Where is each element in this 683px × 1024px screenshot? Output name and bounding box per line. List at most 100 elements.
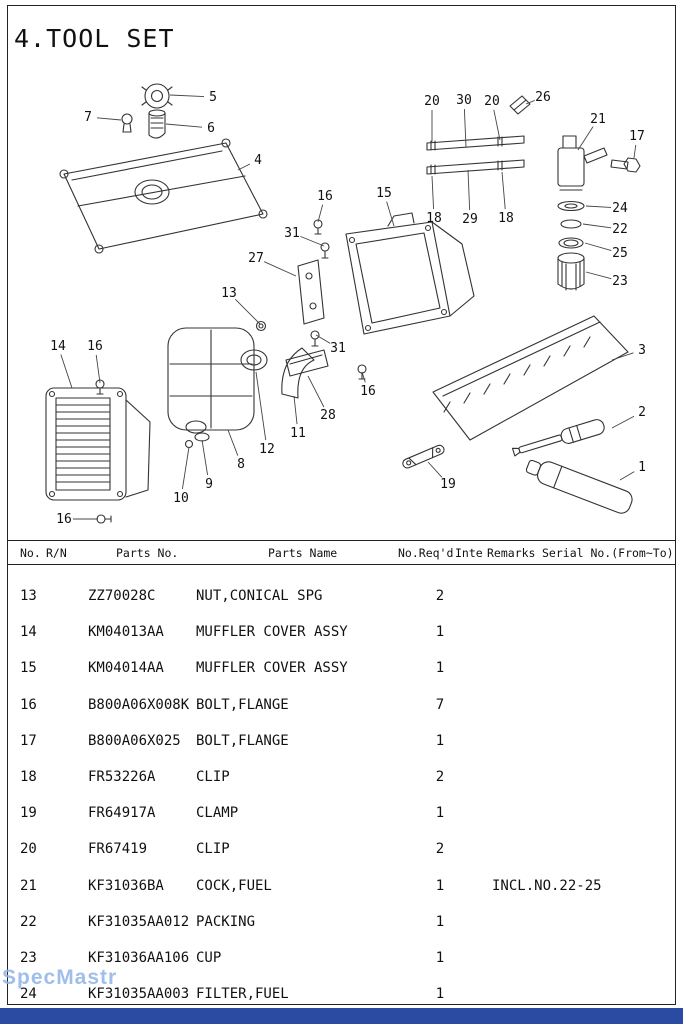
- row-qty: 2: [435, 841, 445, 858]
- callout-label: 27: [248, 251, 264, 266]
- exploded-view-drawing: [45, 83, 641, 524]
- bolt31-drawing: [310, 242, 330, 347]
- row-parts-name: CLIP: [196, 768, 230, 785]
- callout-leader: [300, 235, 325, 247]
- callout-leader: [96, 117, 122, 121]
- callout-leader: [431, 175, 435, 210]
- callout-label: 21: [590, 112, 606, 127]
- row-qty: 1: [435, 913, 445, 930]
- muffler-cover14-drawing: [45, 387, 151, 501]
- callout-leader: [264, 261, 297, 277]
- callout-label: 30: [456, 93, 472, 108]
- row-no: 21: [20, 877, 37, 894]
- row-qty: 1: [435, 660, 445, 677]
- callout-leader: [255, 371, 267, 441]
- row-qty: 2: [435, 768, 445, 785]
- callout-label: 1: [638, 460, 646, 475]
- header-inte: Inte: [455, 546, 483, 560]
- table-header-rule: [7, 564, 676, 565]
- row-no: 13: [20, 588, 37, 604]
- callout-leader: [493, 109, 501, 141]
- row-parts-name: COCK,FUEL: [196, 877, 272, 894]
- table-row: 20 FR67419 CLIP 2: [7, 818, 676, 858]
- bracket-drawing: [297, 259, 325, 325]
- header-parts-no: Parts No.: [116, 546, 179, 560]
- bolt16-drawing: [95, 219, 367, 524]
- callout-leader: [95, 354, 101, 384]
- callout-leader: [181, 446, 190, 490]
- row-parts-name: MUFFLER COVER ASSY: [196, 624, 348, 641]
- callout-label: 11: [290, 426, 306, 441]
- row-no: 23: [20, 949, 37, 966]
- table-row: 24 KF31035AA003 FILTER,FUEL 1: [7, 963, 676, 1003]
- callout-leader: [165, 123, 203, 128]
- row-parts-name: BOLT,FLANGE: [196, 732, 289, 749]
- callout-leader: [501, 171, 506, 210]
- row-qty: 1: [435, 805, 445, 822]
- row-parts-name: BOLT,FLANGE: [196, 696, 289, 713]
- row-qty: 1: [435, 949, 445, 966]
- callout-label: 16: [87, 339, 103, 354]
- elbow-joint-drawing: [509, 95, 531, 115]
- callout-leader: [467, 169, 471, 211]
- table-row: 15 KM04014AA MUFFLER COVER ASSY 1: [7, 637, 676, 677]
- row-parts-no: KM04013AA: [88, 624, 164, 641]
- table-row: 17 B800A06X025 BOLT,FLANGE 1: [7, 710, 676, 749]
- callout-label: 23: [612, 274, 628, 289]
- callout-label: 22: [612, 222, 628, 237]
- row-qty: 1: [435, 732, 445, 749]
- callout-label: 17: [629, 129, 645, 144]
- table-row: 23 KF31036AA106 CUP 1: [7, 927, 676, 966]
- row-no: 24: [20, 986, 37, 1003]
- row-parts-name: CUP: [196, 949, 222, 966]
- parts-table-body: 13 ZZ70028C NUT,CONICAL SPG 2 14 KM04013…: [7, 565, 676, 1003]
- callout-leader: [633, 144, 637, 159]
- table-row: 16 B800A06X008K BOLT,FLANGE 7: [7, 674, 676, 713]
- gasket-drawing: [240, 349, 268, 371]
- row-parts-name: NUT,CONICAL SPG: [196, 588, 323, 604]
- table-row: 13 ZZ70028C NUT,CONICAL SPG 2: [7, 565, 676, 604]
- table-row: 21 KF31036BA COCK,FUEL 1 INCL.NO.22-25: [7, 855, 676, 894]
- row-parts-no: FR67419: [88, 841, 148, 858]
- heat-shield-drawing: [285, 349, 329, 377]
- callout-leader: [582, 223, 612, 229]
- page-border-frame: [7, 5, 676, 1005]
- callout-leader: [585, 205, 612, 208]
- header-remarks: Remarks: [487, 546, 536, 560]
- row-no: 17: [20, 732, 37, 749]
- row-parts-no: FR53226A: [88, 768, 156, 785]
- screwdriver-drawing: [511, 419, 605, 457]
- row-parts-no: B800A06X008K: [88, 696, 190, 713]
- callout-label: 2: [638, 405, 646, 420]
- plug-wrench-drawing: [525, 459, 633, 514]
- header-req: No.Req'd: [398, 546, 454, 560]
- nut13-drawing: [255, 320, 267, 332]
- callout-label: 7: [84, 110, 92, 125]
- row-no: 22: [20, 913, 37, 930]
- table-row: 14 KM04013AA MUFFLER COVER ASSY 1: [7, 601, 676, 641]
- row-parts-name: PACKING: [196, 913, 256, 930]
- callout-leader: [201, 439, 209, 476]
- callout-leader: [584, 242, 612, 251]
- callout-label: 15: [376, 186, 392, 201]
- table-row: 19 FR64917A CLAMP 1: [7, 782, 676, 822]
- callout-leader: [427, 461, 443, 478]
- callout-leader: [293, 395, 298, 425]
- bolt7-drawing: [121, 113, 133, 133]
- row-no: 15: [20, 660, 37, 677]
- row-no: 14: [20, 624, 37, 641]
- row-parts-name: MUFFLER COVER ASSY: [196, 660, 348, 677]
- callout-label: 3: [638, 343, 646, 358]
- footer-bar: [0, 1008, 683, 1024]
- row-remarks: INCL.NO.22-25: [492, 877, 602, 894]
- row-qty: 1: [435, 624, 445, 641]
- header-parts-name: Parts Name: [268, 546, 338, 560]
- callout-label: 4: [254, 153, 262, 168]
- table-row: 22 KF31035AA012 PACKING 1: [7, 891, 676, 930]
- callout-leader: [361, 371, 366, 383]
- callout-leader: [307, 375, 325, 408]
- row-qty: 1: [435, 986, 445, 1003]
- callout-label: 16: [360, 384, 376, 399]
- row-qty: 1: [435, 877, 445, 894]
